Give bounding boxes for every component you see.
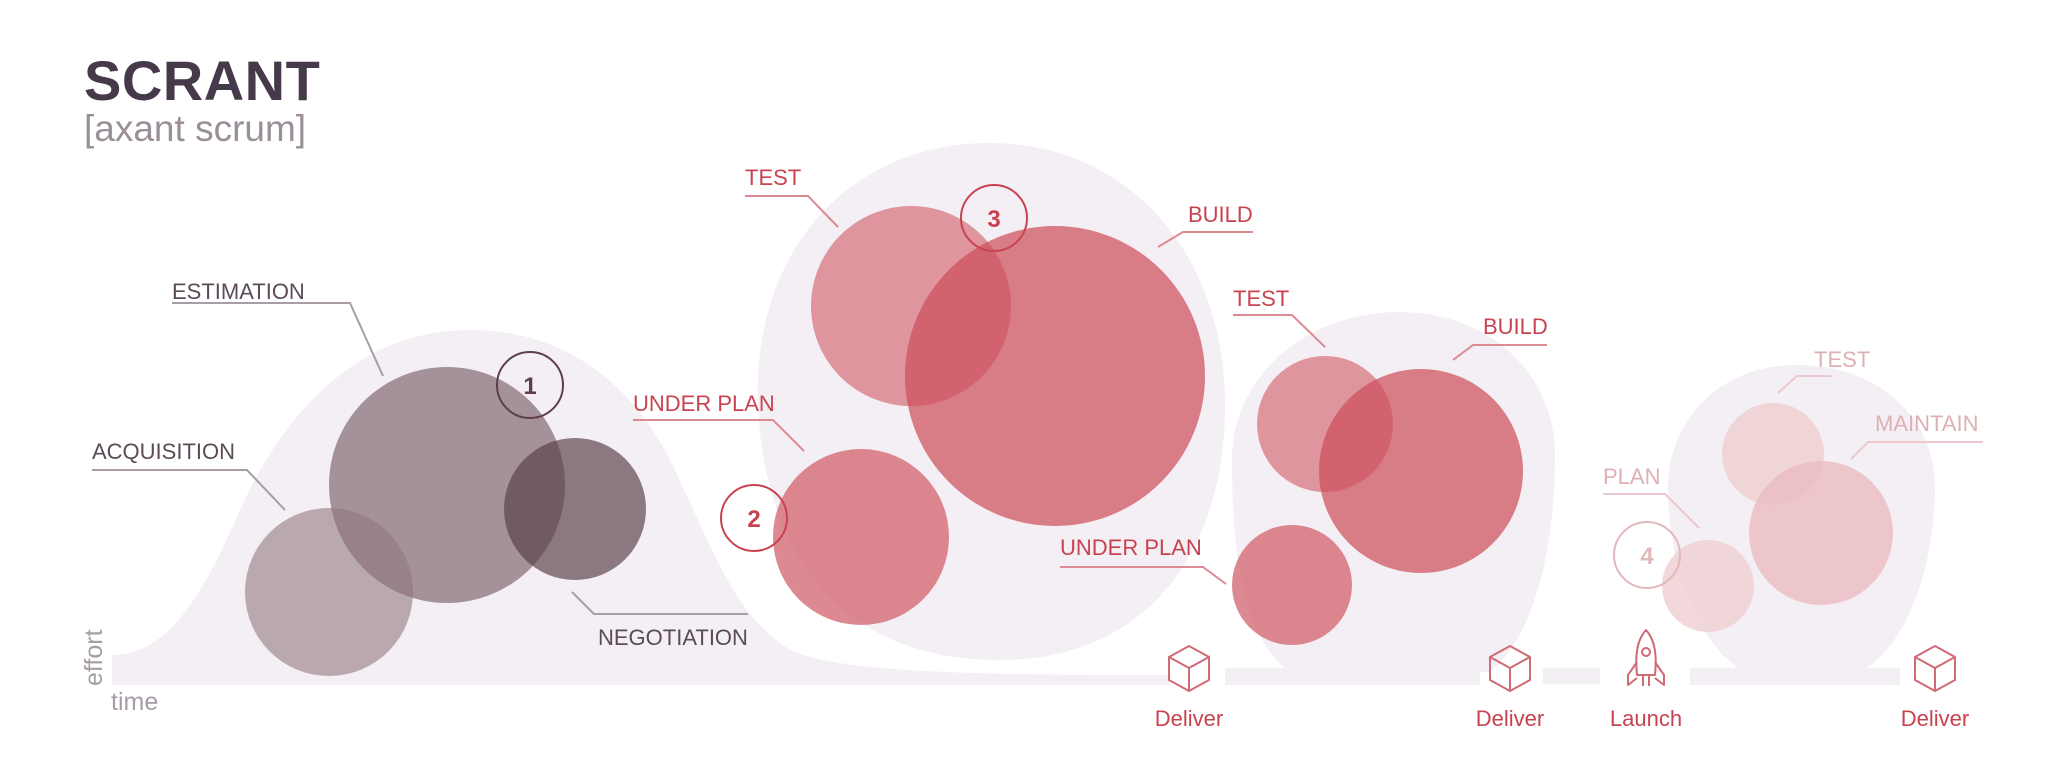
plan-circle xyxy=(1662,540,1754,632)
under-plan-circle xyxy=(1232,525,1352,645)
phase-number-circle xyxy=(1613,521,1681,589)
phase-number-circle xyxy=(496,351,564,419)
under-plan-label: UNDER PLAN xyxy=(633,391,775,416)
milestone-deliver-2: Deliver xyxy=(1476,645,1544,731)
milestone-label: Deliver xyxy=(1476,706,1544,731)
build-circle xyxy=(1319,369,1523,573)
milestone-deliver-1: Deliver xyxy=(1155,645,1223,731)
build-label: BUILD xyxy=(1188,202,1253,227)
under-plan-circle xyxy=(773,449,949,625)
phase-number: 4 xyxy=(1640,543,1654,570)
phase-number: 3 xyxy=(987,206,1000,233)
phase-4: TEST BUILD UNDER PLAN xyxy=(1060,286,1548,645)
build-leader xyxy=(1452,344,1547,361)
phase-3: 3 TEST BUILD xyxy=(745,165,1253,526)
timeline-band xyxy=(1690,668,1900,684)
effort-axis-label: effort xyxy=(80,629,108,686)
test-label: TEST xyxy=(1233,286,1289,311)
phase-number-circle xyxy=(720,484,788,552)
maintain-label: MAINTAIN xyxy=(1875,411,1978,436)
under-plan-label: UNDER PLAN xyxy=(1060,535,1202,560)
negotiation-circle xyxy=(504,438,646,580)
box-icon xyxy=(1168,645,1210,692)
timeline-band xyxy=(1543,668,1600,684)
under-plan-leader xyxy=(1060,566,1227,585)
phase-number: 2 xyxy=(747,506,760,533)
milestone-launch: Launch xyxy=(1610,629,1682,731)
phase-number: 1 xyxy=(523,373,536,400)
negotiation-leader xyxy=(571,591,748,615)
page-subtitle: [axant scrum] xyxy=(84,108,307,149)
estimation-label: ESTIMATION xyxy=(172,279,305,304)
timeline-band xyxy=(1225,668,1475,684)
test-leader xyxy=(1233,314,1326,348)
test-label: TEST xyxy=(745,165,801,190)
rocket-icon xyxy=(1627,629,1665,686)
acquisition-leader xyxy=(92,469,286,511)
under-plan-leader xyxy=(633,419,805,452)
negotiation-label: NEGOTIATION xyxy=(598,625,748,650)
build-circle xyxy=(905,226,1205,526)
page-title: SCRANT xyxy=(84,49,321,112)
time-axis-label: time xyxy=(111,688,158,716)
estimation-circle xyxy=(329,367,565,603)
build-label: BUILD xyxy=(1483,314,1548,339)
phase-5: 4 TEST MAINTAIN PLAN xyxy=(1603,347,1983,632)
maintain-leader xyxy=(1850,441,1983,460)
test-leader xyxy=(745,195,839,228)
box-icon xyxy=(1489,645,1531,692)
maintain-circle xyxy=(1749,461,1893,605)
plan-leader xyxy=(1603,493,1700,529)
acquisition-label: ACQUISITION xyxy=(92,439,235,464)
phase-1: 1 ESTIMATION ACQUISITION NEGOTIATION xyxy=(92,279,748,676)
milestone-label: Deliver xyxy=(1901,706,1969,731)
phase-2: 2 UNDER PLAN xyxy=(633,391,949,625)
estimation-leader xyxy=(172,302,384,377)
test-leader xyxy=(1777,375,1832,394)
milestone-label: Launch xyxy=(1610,706,1682,731)
plan-label: PLAN xyxy=(1603,464,1660,489)
build-leader xyxy=(1157,231,1253,248)
test-label: TEST xyxy=(1814,347,1870,372)
milestone-label: Deliver xyxy=(1155,706,1223,731)
phase-number-circle xyxy=(960,184,1028,252)
milestone-deliver-3: Deliver xyxy=(1901,645,1969,731)
box-icon xyxy=(1914,645,1956,692)
